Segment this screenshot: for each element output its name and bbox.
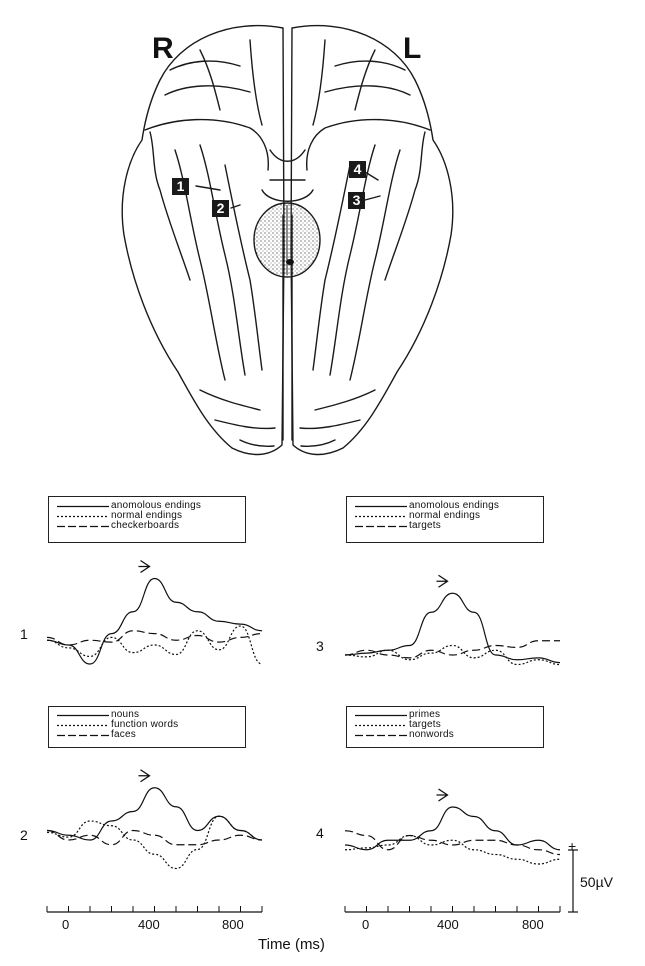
left-axis-tick-label: 800	[222, 917, 244, 932]
legend-item: targets	[409, 719, 441, 730]
left-axis-tick-label: 0	[62, 917, 70, 932]
legend-item: function words	[111, 719, 179, 730]
legend-panel-2: nouns function words faces	[48, 706, 246, 748]
panel-1-peak-arrow-icon	[138, 559, 151, 574]
legend-panel-3: anomolous endings normal endings targets	[346, 496, 544, 543]
legend-item: normal endings	[111, 510, 183, 521]
brain-ventral-view-drawing	[121, 24, 454, 456]
panel-4-series-1-line	[344, 806, 561, 851]
panel-3-series-2-line	[344, 644, 561, 666]
panel-2-peak-arrow-icon	[138, 769, 151, 783]
recording-site-1-marker: 1	[172, 178, 189, 195]
panel-3-series-3-line	[344, 640, 560, 659]
recording-site-2-marker: 2	[212, 200, 229, 217]
right-hemisphere-label: R	[152, 32, 174, 65]
left-axis-tick-label: 400	[138, 917, 160, 932]
legend-item: normal endings	[409, 510, 481, 521]
panel-2-series-2-line	[46, 815, 263, 870]
legend-panel-1: anomolous endings normal endings checker…	[48, 496, 246, 543]
panel-4-series-3-line	[344, 830, 561, 856]
scale-bar-plus: +	[568, 838, 577, 854]
panel-1-series-3-line	[46, 630, 263, 646]
legend-item: anomolous endings	[111, 500, 202, 511]
recording-site-3-marker: 3	[348, 192, 365, 209]
panel-1-series-2-line	[46, 625, 263, 665]
panel-3-series-1-line	[344, 592, 561, 664]
legend-item: targets	[409, 520, 441, 531]
right-axis-tick-label: 400	[437, 917, 459, 932]
legend-item: nonwords	[409, 729, 454, 740]
left-hemisphere-label: L	[403, 32, 422, 65]
panel-4-peak-arrow-icon	[436, 788, 449, 802]
panel-2-series-1-line	[46, 787, 263, 841]
panel-number-4: 4	[316, 825, 324, 841]
right-axis-tick-label: 800	[522, 917, 544, 932]
panel-number-3: 3	[316, 638, 324, 654]
scale-bar-label: 50µV	[580, 874, 613, 890]
legend-panel-4: primes targets nonwords	[346, 706, 544, 748]
panel-4-series-2-line	[344, 834, 561, 865]
legend-item: checkerboards	[111, 520, 180, 531]
panel-2-series-3-line	[46, 829, 263, 846]
recording-site-4-marker: 4	[349, 161, 366, 178]
right-axis-tick-label: 0	[362, 917, 370, 932]
left-hemisphere-outline	[290, 24, 454, 456]
brain-figure: R L	[0, 0, 645, 470]
legend-item: anomolous endings	[409, 500, 500, 511]
x-axis-label: Time (ms)	[258, 936, 325, 953]
right-hemisphere-outline	[121, 24, 285, 456]
legend-item: primes	[409, 709, 441, 720]
panel-1-series-1-line	[46, 577, 263, 665]
panel-number-2: 2	[20, 827, 28, 843]
panel-number-1: 1	[20, 626, 28, 642]
panel-3-peak-arrow-icon	[436, 574, 449, 588]
legend-item: nouns	[111, 709, 140, 720]
legend-item: faces	[111, 729, 136, 740]
